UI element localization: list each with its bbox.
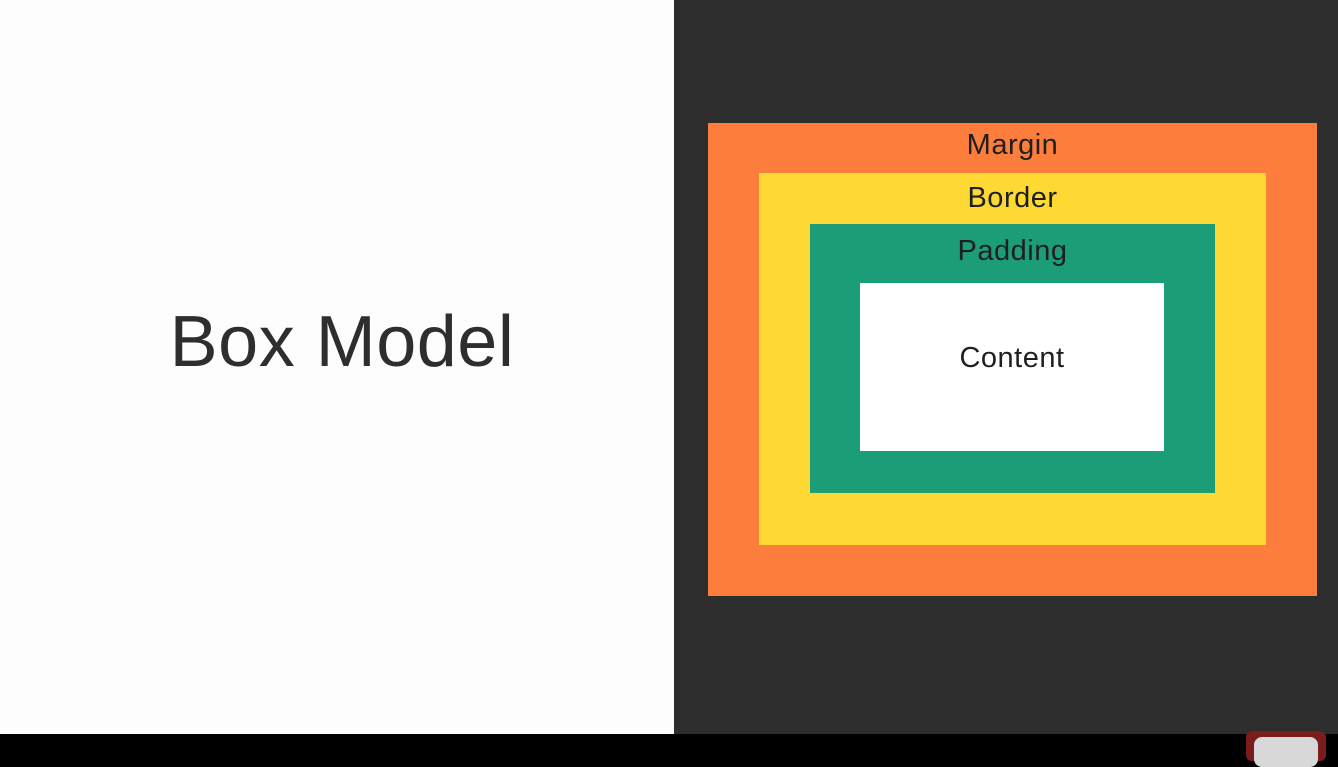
content-layer: Content: [860, 283, 1164, 451]
youtube-logo-inner: [1254, 737, 1318, 767]
border-label: Border: [967, 182, 1058, 214]
border-layer: Border Padding Content: [759, 173, 1266, 545]
slide-left-panel: Box Model: [0, 0, 674, 734]
slide-title: Box Model: [169, 302, 515, 382]
video-bottom-bar: [0, 734, 1338, 756]
padding-label: Padding: [957, 235, 1068, 267]
padding-layer: Padding Content: [810, 224, 1215, 493]
youtube-logo-icon[interactable]: [1246, 731, 1326, 767]
margin-label: Margin: [966, 129, 1059, 161]
content-label: Content: [959, 342, 1065, 374]
margin-layer: Margin Border Padding Content: [708, 123, 1317, 596]
box-model-diagram-panel: Margin Border Padding Content: [674, 0, 1338, 734]
